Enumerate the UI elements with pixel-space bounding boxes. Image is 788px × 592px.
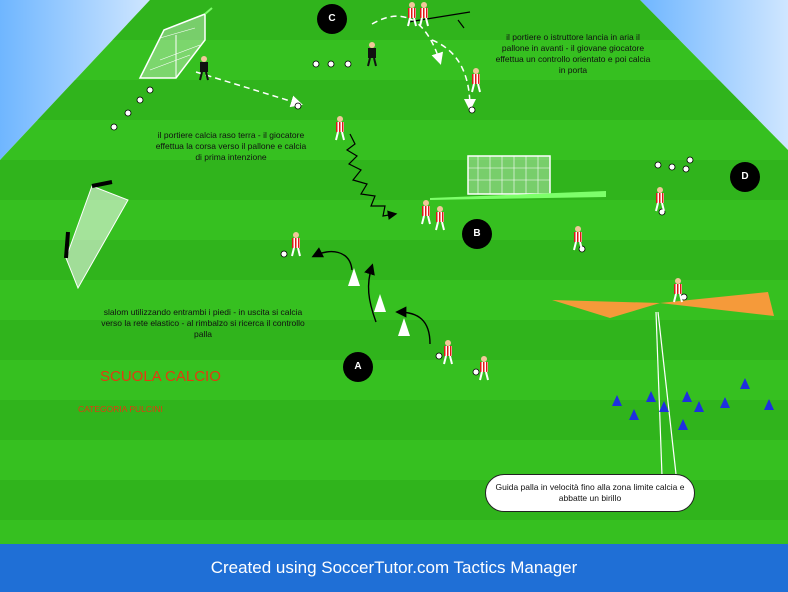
station-c-badge: C — [317, 4, 347, 34]
zone-limit-right — [660, 292, 774, 316]
player-figure — [673, 278, 683, 303]
player-figure — [335, 116, 345, 141]
player-figure — [407, 2, 417, 27]
player-figure — [573, 226, 583, 251]
goalkeeper-figure — [199, 56, 209, 81]
station-d-badge: D — [730, 162, 760, 192]
callout-pointer-a — [655, 311, 663, 477]
station-a-badge: A — [343, 352, 373, 382]
pitch-stripe — [0, 80, 788, 120]
slalom-arrow-2 — [364, 263, 377, 323]
dribble-run-line — [345, 133, 398, 220]
note-slalom: slalom utilizzando entrambi i piedi - in… — [101, 307, 305, 339]
school-title: SCUOLA CALCIO — [100, 368, 221, 385]
top-left-goal — [138, 7, 213, 79]
slalom-arrow-1 — [311, 247, 353, 271]
pass-arrow-lob-1 — [371, 15, 444, 65]
note-goalkeeper-throw: il portiere o istruttore lancia in aria … — [495, 32, 651, 75]
player-figure — [479, 356, 489, 381]
footer-credit: Created using SoccerTutor.com Tactics Ma… — [0, 544, 788, 592]
player-figure — [655, 187, 665, 212]
goalkeeper-figure — [367, 42, 377, 67]
pass-arrow-ground — [195, 71, 303, 108]
player-figure — [443, 340, 453, 365]
slalom-cones — [348, 268, 410, 336]
players — [199, 2, 683, 381]
zone-limit-left — [552, 300, 660, 318]
category-label: CATEGORIA PULCINI — [78, 404, 163, 414]
station-b-badge: B — [462, 219, 492, 249]
center-goal — [430, 155, 606, 200]
speed-dribble-text: Guida palla in velocità fino alla zona l… — [495, 482, 685, 503]
callout-pointer-b — [657, 311, 677, 475]
station-c-marker-line — [407, 11, 471, 23]
speed-dribble-callout: Guida palla in velocità fino alla zona l… — [485, 474, 695, 512]
player-figure — [435, 206, 445, 231]
pitch-stripe — [0, 400, 788, 440]
pass-arrow-lob-2 — [431, 39, 476, 111]
pitch-stripe — [0, 240, 788, 280]
player-figure — [419, 2, 429, 27]
player-figure — [291, 232, 301, 257]
note-goalkeeper-ground: il portiere calcia raso terra - il gioca… — [155, 130, 307, 162]
player-figure — [471, 68, 481, 93]
player-figure — [421, 200, 431, 225]
target-cones — [612, 378, 774, 430]
slalom-arrow-3 — [395, 306, 431, 345]
station-c-marker-tick — [457, 19, 465, 29]
rebound-net — [64, 180, 129, 290]
